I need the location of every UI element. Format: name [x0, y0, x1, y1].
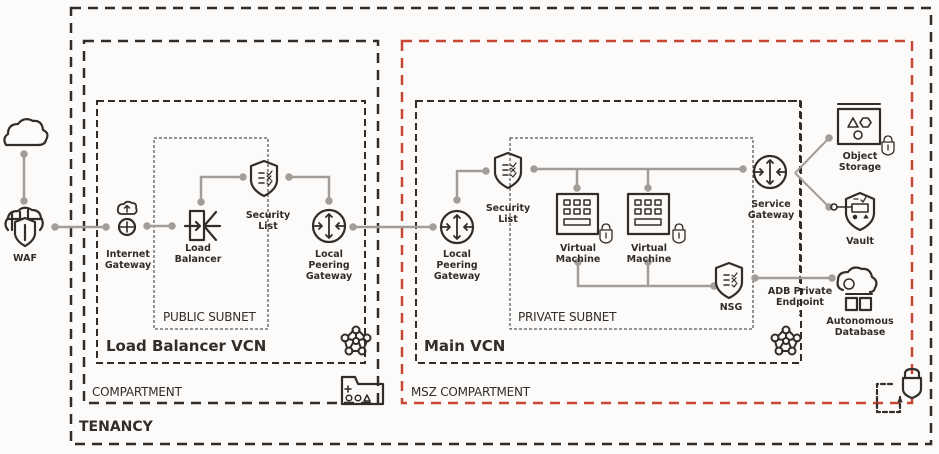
edge-sgw-vault: [794, 172, 830, 208]
nsg-icon: [714, 261, 744, 300]
vm1-label: Virtual Machine: [555, 243, 601, 265]
edge-lpg-seclist-main: [455, 169, 486, 200]
internet-gateway-label: Internet Gateway: [104, 249, 152, 271]
load-balancer-label: Load Balancer: [174, 243, 222, 265]
object-storage-label: Object Storage: [838, 151, 882, 173]
security-list-icon: [493, 151, 523, 190]
vault-label: Vault: [846, 236, 874, 247]
private-subnet-boundary: [509, 137, 754, 330]
virtual-machine-icon: [555, 192, 600, 236]
tenancy-label: TENANCY: [79, 419, 153, 435]
adb-endpoint-label: ADB Private Endpoint :: [767, 286, 833, 319]
vault-icon: [830, 191, 876, 232]
main-vcn-boundary: [415, 100, 802, 364]
edge-seclist-lpg: [289, 175, 331, 201]
autonomous-database-icon: [836, 266, 878, 312]
edge-vms-nsg: [576, 262, 714, 288]
autonomous-database-label: Autonomous Database: [826, 316, 894, 338]
local-peering-gateway-icon: [311, 208, 347, 244]
vm2-label: Virtual Machine: [626, 243, 672, 265]
security-list-main-label: Security List: [485, 203, 531, 225]
object-storage-icon: [836, 103, 882, 146]
service-gateway-label: Service Gateway: [747, 199, 795, 221]
virtual-machine-icon: [626, 192, 671, 236]
compartment-label: COMPARTMENT: [92, 385, 182, 399]
lpg-main-label: Local Peering Gateway: [433, 249, 481, 282]
edge-lb-seclist: [199, 175, 243, 202]
waf-icon: [4, 206, 44, 248]
internet-gateway-icon: [116, 200, 138, 237]
vcn-icon: [340, 325, 372, 356]
lock-icon: [881, 135, 895, 156]
waf-label: WAF: [13, 253, 37, 264]
main-vcn-label: Main VCN: [424, 337, 506, 355]
msz-compartment-boundary: [400, 39, 914, 405]
lock-icon: [599, 223, 613, 244]
lb-vcn-boundary: [96, 100, 366, 364]
edge-sgw-objstorage: [794, 137, 830, 174]
lock-icon: [672, 223, 686, 244]
lpg-lb-label: Local Peering Gateway: [305, 249, 353, 282]
compartment-icon: [340, 375, 385, 406]
adb-endpoint-boundary: [722, 100, 801, 283]
msz-compartment-label: MSZ COMPARTMENT: [411, 385, 530, 399]
lb-vcn-label: Load Balancer VCN: [106, 337, 267, 355]
local-peering-gateway-icon: [439, 209, 475, 245]
security-list-icon: [249, 159, 279, 198]
public-subnet-label: PUBLIC SUBNET: [163, 310, 256, 324]
vcn-icon: [770, 325, 802, 356]
load-balancer-icon: [183, 209, 222, 242]
service-gateway-icon: [752, 154, 788, 190]
security-list-lb-label: Security List: [245, 210, 291, 232]
nsg-label: NSG: [719, 302, 743, 313]
private-subnet-label: PRIVATE SUBNET: [518, 310, 617, 324]
public-subnet-boundary: [153, 137, 269, 330]
compartment-boundary: [82, 39, 380, 405]
msz-compartment-icon: [875, 367, 923, 414]
tenancy-boundary: [69, 6, 933, 446]
cloud-icon: [3, 117, 49, 147]
